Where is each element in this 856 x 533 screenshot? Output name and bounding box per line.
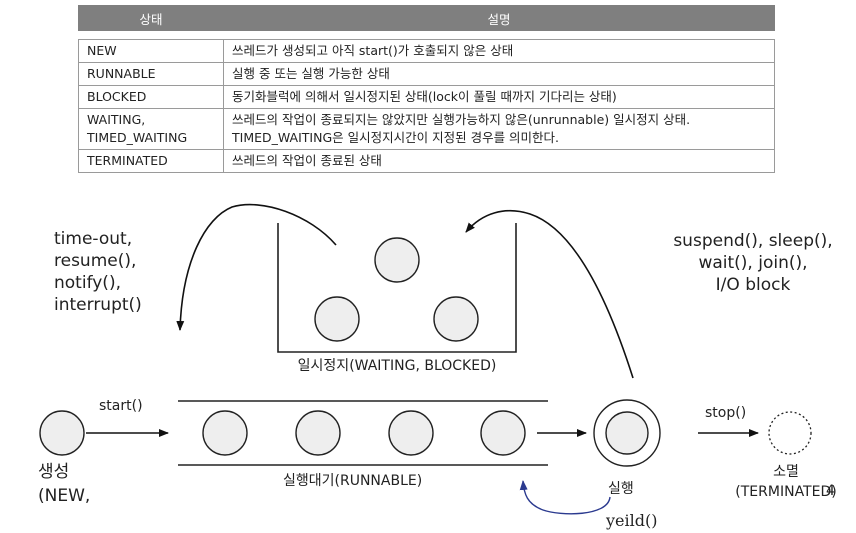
new-state-label: 생성 (NEW, [38,462,91,506]
waiting-thread-circle [314,296,360,342]
description-cell: 실행 중 또는 실행 가능한 상태 [223,62,775,86]
table-row: TERMINATED 쓰레드의 작업이 종료된 상태 [78,149,775,173]
table-row: RUNNABLE 실행 중 또는 실행 가능한 상태 [78,62,775,86]
header-description: 설명 [223,5,775,31]
stop-label: stop() [705,405,747,421]
description-cell: 쓰레드의 작업이 종료되지는 않았지만 실행가능하지 않은(unrunnable… [223,108,775,150]
waiting-pool-label: 일시정지(WAITING, BLOCKED) [297,358,497,374]
running-state-circle [605,411,649,455]
start-label: start() [99,398,143,414]
terminated-label: 소멸 (TERMINATED) [735,464,837,500]
header-state: 상태 [78,5,224,31]
yield-arrow [519,480,611,515]
resume-arrow [176,203,337,331]
table-row: BLOCKED 동기화블럭에 의해서 일시정지된 상태(lock이 풀릴 때까지… [78,85,775,109]
state-cell: NEW [78,39,224,63]
table-row: NEW 쓰레드가 생성되고 아직 start()가 호출되지 않은 상태 [78,39,775,63]
table-header-row: 상태 설명 [78,5,775,31]
suspend-arrow [465,210,634,379]
runnable-label: 실행대기(RUNNABLE) [283,473,423,489]
waiting-thread-circle [433,296,479,342]
thread-state-table: 상태 설명 NEW 쓰레드가 생성되고 아직 start()가 호출되지 않은 … [78,5,775,173]
runnable-thread-circle [202,410,248,456]
state-cell: TERMINATED [78,149,224,173]
table-row: WAITING, TIMED_WAITING 쓰레드의 작업이 종료되지는 않았… [78,108,775,150]
waiting-thread-circle [374,237,420,283]
runnable-thread-circle [480,410,526,456]
waiting-pool [277,223,517,353]
yield-label: yeild() [606,511,658,530]
description-cell: 쓰레드의 작업이 종료된 상태 [223,149,775,173]
resume-methods-label: time-out, resume(), notify(), interrupt(… [54,229,142,315]
terminated-state-circle [768,411,812,455]
page-number: 4 [826,483,835,499]
description-cell: 동기화블럭에 의해서 일시정지된 상태(lock이 풀릴 때까지 기다리는 상태… [223,85,775,109]
runnable-thread-circle [295,410,341,456]
runnable-thread-circle [388,410,434,456]
state-cell: BLOCKED [78,85,224,109]
running-label: 실행 [608,481,634,497]
suspend-methods-label: suspend(), sleep(), wait(), join(), I/O … [673,231,833,295]
state-cell: WAITING, TIMED_WAITING [78,108,224,150]
new-state-circle [39,410,85,456]
